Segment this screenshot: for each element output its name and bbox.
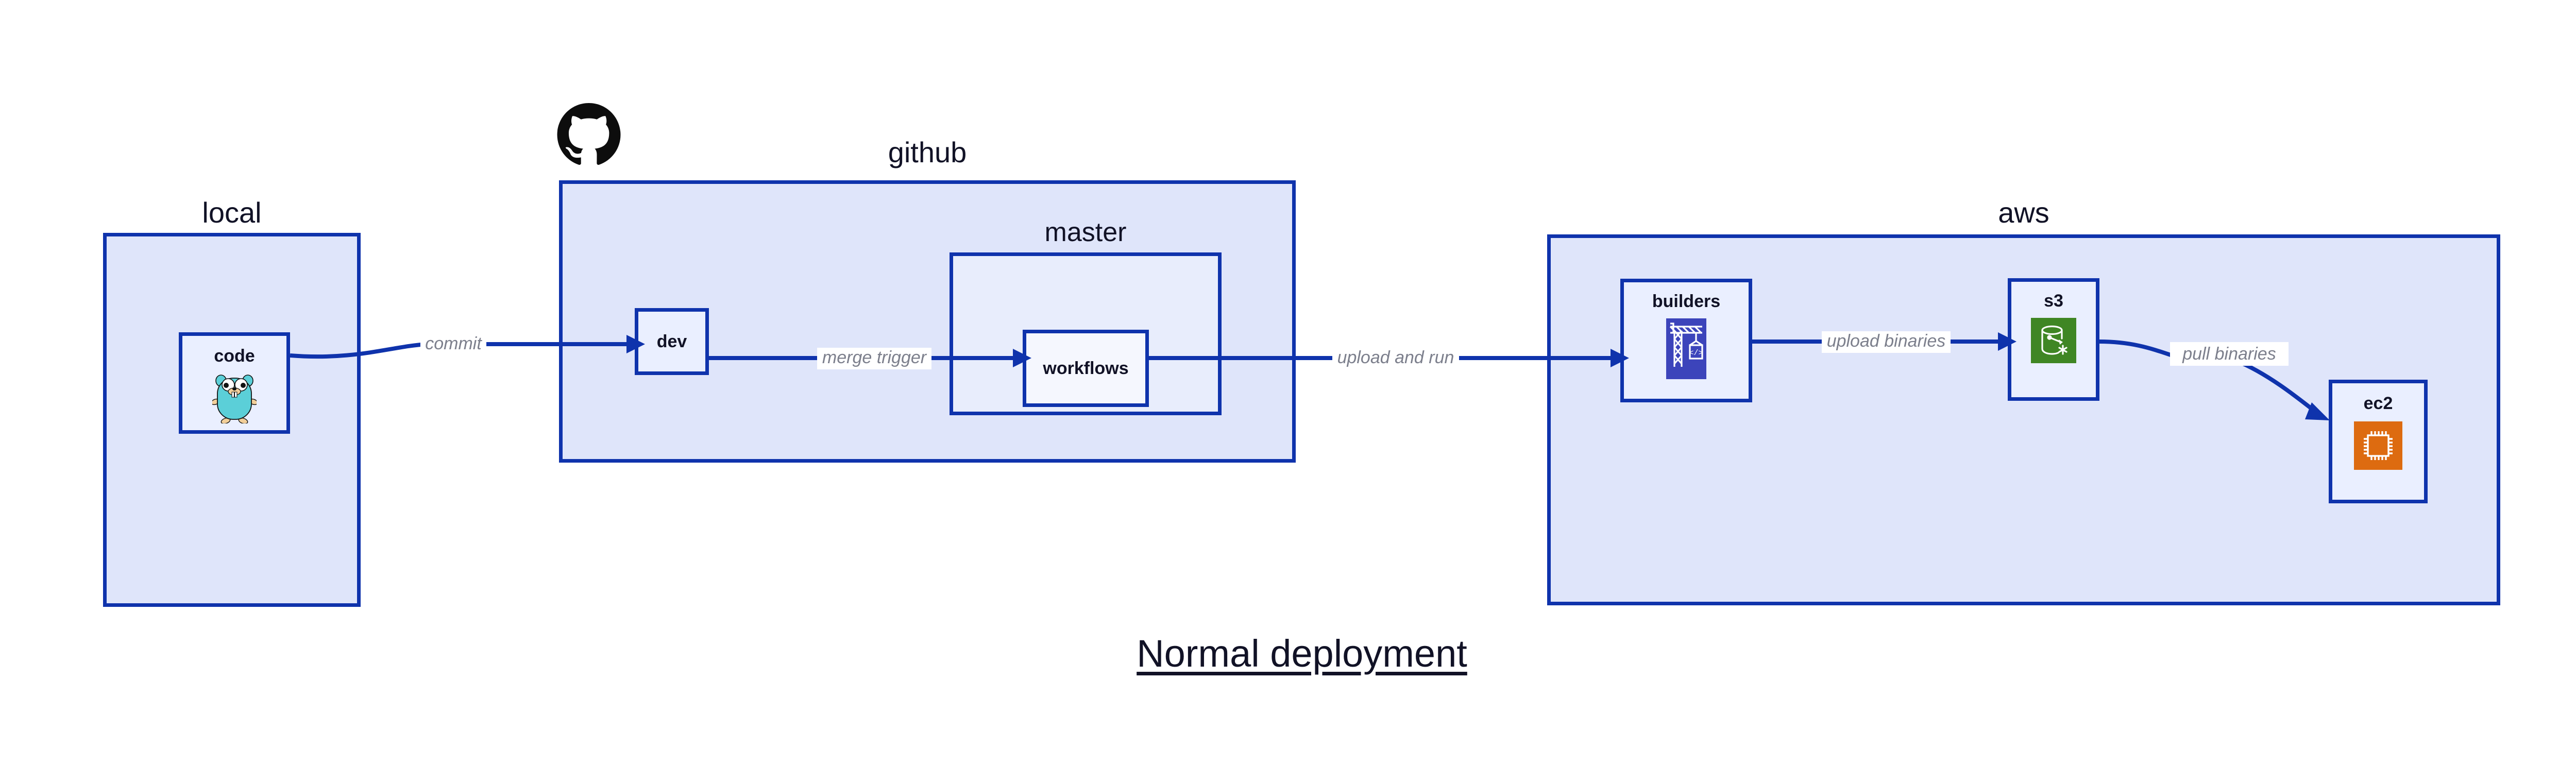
node-ec2[interactable]: ec2 xyxy=(2329,380,2428,503)
node-builders[interactable]: builders < xyxy=(1620,279,1752,402)
node-label-code: code xyxy=(214,346,255,366)
node-label-s3: s3 xyxy=(2044,291,2063,311)
go-gopher-icon xyxy=(211,372,258,426)
group-label-github: github xyxy=(888,136,967,168)
edge-label-upload-and-run: upload and run xyxy=(1337,348,1454,367)
node-s3[interactable]: s3 xyxy=(2008,278,2099,401)
page-title: Normal deployment xyxy=(0,635,2576,673)
group-label-local: local xyxy=(202,196,262,229)
github-octocat-logo xyxy=(556,103,621,169)
aws-ec2-icon xyxy=(2354,421,2402,472)
aws-s3-icon xyxy=(2031,318,2076,366)
page-title-text: Normal deployment xyxy=(1137,632,1467,675)
svg-text:</>: </> xyxy=(1689,349,1703,358)
node-label-builders: builders xyxy=(1652,292,1721,311)
group-label-aws: aws xyxy=(1998,196,2049,229)
node-dev[interactable]: dev xyxy=(635,308,709,375)
node-workflows[interactable]: workflows xyxy=(1023,330,1149,407)
node-label-ec2: ec2 xyxy=(2363,394,2393,413)
edge-label-commit: commit xyxy=(425,334,482,353)
node-code[interactable]: code xyxy=(179,332,290,434)
node-label-workflows: workflows xyxy=(1043,359,1129,378)
aws-codebuild-icon: </> xyxy=(1666,318,1706,382)
group-label-master: master xyxy=(1044,217,1127,247)
node-label-dev: dev xyxy=(656,332,687,351)
